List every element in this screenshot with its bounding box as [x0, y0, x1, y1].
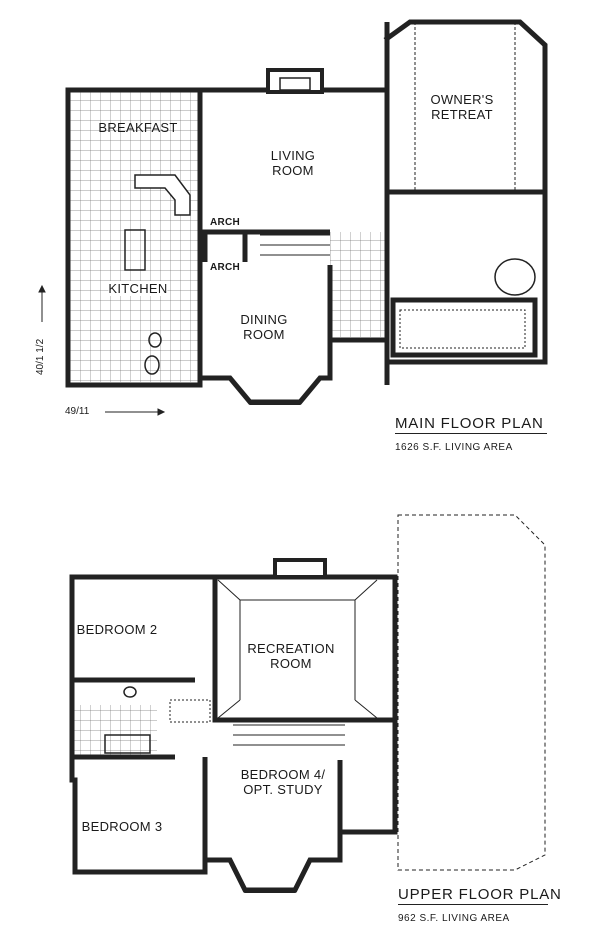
living-line-2: ROOM: [272, 163, 314, 178]
arch-label-lower: ARCH: [209, 262, 241, 273]
arch-label-upper: ARCH: [209, 217, 241, 228]
recreation-line-1: RECREATION: [247, 641, 335, 656]
living-line-1: LIVING: [270, 148, 316, 163]
upper-floor-plan: [69, 514, 546, 893]
room-label-kitchen: KITCHEN: [108, 281, 168, 296]
main-floor-area: 1626 S.F. LIVING AREA: [395, 442, 513, 453]
owners-line-1: OWNER'S: [430, 92, 494, 107]
depth-dimension: 40/1 1/2: [35, 338, 46, 375]
dining-line-2: ROOM: [243, 327, 285, 342]
room-label-breakfast: BREAKFAST: [98, 120, 178, 135]
upper-floor-title: UPPER FLOOR PLAN: [398, 886, 562, 905]
room-label-bedroom-2: BEDROOM 2: [76, 622, 158, 637]
upper-floor-area: 962 S.F. LIVING AREA: [398, 913, 510, 924]
bedroom4-line-2: OPT. STUDY: [243, 782, 323, 797]
main-floor-plan: [38, 19, 548, 416]
owners-line-2: RETREAT: [431, 107, 493, 122]
main-floor-title: MAIN FLOOR PLAN: [395, 415, 547, 434]
width-dimension: 49/11: [65, 406, 90, 417]
room-label-bedroom-3: BEDROOM 3: [81, 819, 163, 834]
room-label-bedroom-4: BEDROOM 4/OPT. STUDY: [241, 767, 326, 797]
recreation-line-2: ROOM: [270, 656, 312, 671]
dining-line-1: DINING: [240, 312, 288, 327]
bedroom4-line-1: BEDROOM 4/: [240, 767, 326, 782]
